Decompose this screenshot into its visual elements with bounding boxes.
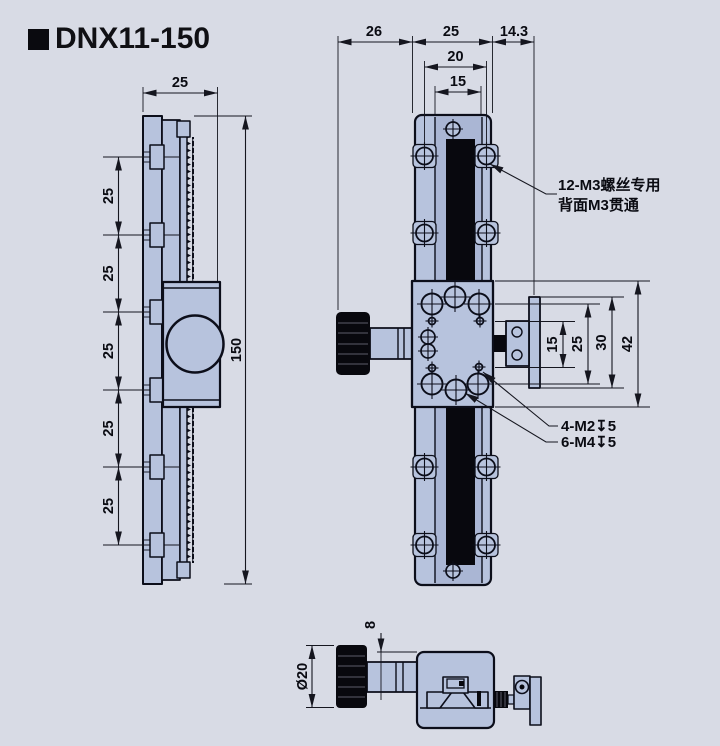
callout-text: 背面M3贯通 xyxy=(558,196,639,214)
dim-label: 25 xyxy=(101,188,117,204)
dimension-side-width: 25 xyxy=(142,75,218,281)
m3-hole xyxy=(409,218,440,248)
end-stop-bottom xyxy=(176,561,191,579)
callout-text: 12-M3螺丝专用 xyxy=(558,176,661,194)
dim-label: 8 xyxy=(363,621,379,629)
dim-label: 25 xyxy=(443,24,459,40)
dim-label: 25 xyxy=(101,265,117,281)
dim-label: 25 xyxy=(101,498,117,514)
rail-slot-upper xyxy=(446,139,475,282)
dimension-shaft: 8 xyxy=(363,621,417,700)
dim-label: 25 xyxy=(101,343,117,359)
m3-hole xyxy=(409,452,440,482)
m3-hole xyxy=(471,530,502,560)
page-title: DNX11-150 xyxy=(28,22,210,56)
dim-label: 25 xyxy=(172,75,188,91)
clamp-tip xyxy=(494,335,506,352)
knob-shaft-bottom xyxy=(366,661,418,693)
bottom-view: Ø20 8 xyxy=(295,621,542,730)
m3-hole xyxy=(471,452,502,482)
dim-label: 26 xyxy=(366,24,382,40)
dim-label: 150 xyxy=(229,338,245,362)
end-stop-top xyxy=(176,120,191,138)
dimension-knob-diameter: Ø20 xyxy=(295,645,334,708)
rail-slot-lower xyxy=(446,407,475,565)
m3-hole xyxy=(471,218,502,248)
dimension-hole-span: 20 xyxy=(424,49,487,160)
callout-text: 4-M2↧5 xyxy=(561,418,616,435)
front-view: 26 25 14.3 20 15 xyxy=(336,24,661,587)
dim-label: 25 xyxy=(570,336,586,352)
dim-label: 15 xyxy=(545,336,561,352)
dimension-front-top-chain: 26 25 14.3 xyxy=(337,24,535,310)
dim-label: 14.3 xyxy=(500,24,528,40)
m3-hole xyxy=(409,530,440,560)
title-square-marker xyxy=(28,28,49,50)
dim-label: 20 xyxy=(447,49,463,65)
rack-teeth-lower xyxy=(187,408,194,563)
dimension-right-stack: 15 25 30 42 xyxy=(495,280,650,408)
callout-text: 6-M4↧5 xyxy=(561,434,616,451)
dim-label: 15 xyxy=(450,74,466,90)
dimension-channel-width: 15 xyxy=(434,74,482,114)
dovetail-right xyxy=(462,691,489,709)
rack-teeth-upper xyxy=(187,137,194,281)
dim-label: 30 xyxy=(594,334,610,350)
clamp-bracket xyxy=(505,320,530,367)
dimension-side-hole-pitch: 25 25 25 25 25 xyxy=(101,157,122,545)
dim-label: Ø20 xyxy=(295,663,311,690)
dim-label: 25 xyxy=(101,420,117,436)
knob-shaft xyxy=(369,327,413,360)
clamp-plate-bottom xyxy=(529,676,542,726)
knob-side xyxy=(165,314,225,374)
dimension-side-length: 150 xyxy=(194,115,252,585)
dim-label: 42 xyxy=(620,336,636,352)
callout-table-holes: 4-M2↧5 6-M4↧5 xyxy=(464,371,616,451)
callout-rail-holes: 12-M3螺丝专用 背面M3贯通 xyxy=(489,163,661,214)
side-view: 25 150 25 25 25 25 25 xyxy=(101,75,252,585)
model-number: DNX11-150 xyxy=(55,22,211,55)
side-plate xyxy=(528,296,541,389)
